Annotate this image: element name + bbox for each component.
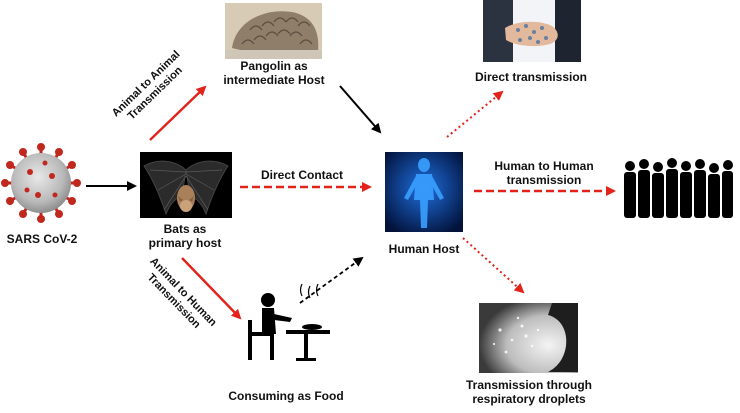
human-to-human-line-1: Human to Human: [494, 159, 594, 173]
pangolin-image: [225, 3, 322, 59]
direct-transmission-label: Direct transmission: [474, 70, 588, 84]
food-label: Consuming as Food: [228, 389, 344, 403]
arrow-human-to-droplets: [462, 237, 525, 294]
arrow-human-to-direct-transmission: [446, 90, 504, 138]
pangolin-label: Pangolin as intermediate Host: [212, 59, 336, 87]
arrow-bats-to-food: [181, 257, 242, 320]
sneeze-droplets-image: [479, 303, 578, 373]
bat-label-line-1: Bats as: [163, 222, 207, 236]
crowd-image: [624, 158, 733, 218]
pangolin-label-line-1: Pangolin as: [240, 59, 308, 73]
virus-label: SARS CoV-2: [6, 232, 78, 246]
droplets-label: Transmission through respiratory droplet…: [456, 378, 602, 406]
bat-label-line-2: primary host: [148, 236, 222, 250]
droplets-label-line-2: respiratory droplets: [472, 392, 586, 406]
human-host-image: [385, 152, 463, 232]
arrow-pangolin-to-human: [339, 85, 382, 134]
handshake-image: [483, 0, 581, 62]
arrow-food-to-human: [299, 256, 364, 304]
human-to-human-line-2: transmission: [506, 173, 582, 187]
human-host-label: Human Host: [388, 242, 460, 256]
arrow-bats-to-pangolin: [149, 85, 207, 141]
sars-cov-2-virus-image: [1, 143, 81, 223]
pangolin-label-line-2: intermediate Host: [223, 73, 325, 87]
human-to-human-label: Human to Human transmission: [480, 159, 608, 187]
eating-icon: [248, 283, 330, 361]
direct-contact-label: Direct Contact: [260, 168, 343, 182]
bat-label: Bats as primary host: [130, 222, 240, 250]
bat-image: [140, 152, 232, 218]
droplets-label-line-1: Transmission through: [465, 378, 592, 392]
